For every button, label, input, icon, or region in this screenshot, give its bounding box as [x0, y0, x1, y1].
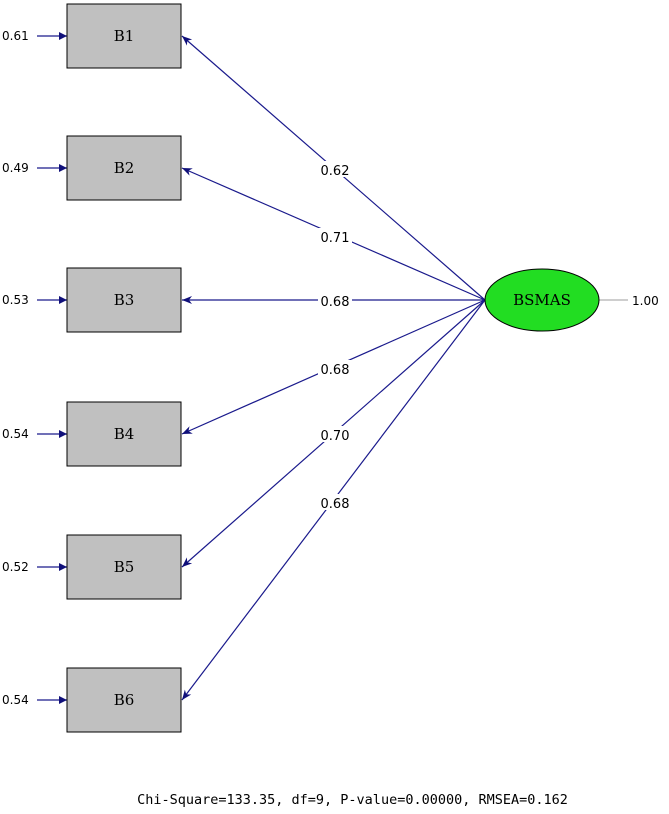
- indicator-label: B6: [114, 691, 135, 709]
- indicator-label: B3: [114, 291, 135, 309]
- indicator-rect: [66, 401, 182, 467]
- indicator-rect: [66, 534, 182, 600]
- latent-variable: BSMAS: [484, 268, 600, 332]
- indicator-label: B4: [114, 425, 135, 443]
- loading-label-b2: 0.71: [318, 228, 352, 246]
- indicator-box-b3: B3: [66, 267, 182, 333]
- loading-label-b6: 0.68: [318, 494, 352, 512]
- loading-value: 0.68: [321, 363, 350, 378]
- latent-label: BSMAS: [513, 291, 571, 309]
- indicator-rect: [66, 667, 182, 733]
- indicator-rect: [66, 135, 182, 201]
- error-variance-b6: 0.54: [2, 693, 29, 707]
- indicator-box-b4: B4: [66, 401, 182, 467]
- indicator-label: B2: [114, 159, 135, 177]
- error-variance-b1: 0.61: [2, 29, 29, 43]
- loading-value: 0.68: [321, 295, 350, 310]
- loading-label-b4: 0.68: [318, 360, 352, 378]
- latent-ellipse: [484, 268, 600, 332]
- indicator-rect: [66, 267, 182, 333]
- fit-statistics: Chi-Square=133.35, df=9, P-value=0.00000…: [137, 792, 568, 808]
- error-variance-b2: 0.49: [2, 161, 29, 175]
- error-variance-b5: 0.52: [2, 560, 29, 574]
- indicator-box-b6: B6: [66, 667, 182, 733]
- loading-label-b5: 0.70: [318, 426, 352, 444]
- loading-label-b3: 0.68: [318, 292, 352, 310]
- indicator-label: B1: [114, 27, 135, 45]
- loading-value: 0.62: [321, 164, 350, 179]
- error-variance-b4: 0.54: [2, 427, 29, 441]
- loading-value: 0.70: [321, 429, 350, 444]
- latent-variance-label: 1.00: [632, 294, 659, 308]
- indicator-box-b5: B5: [66, 534, 182, 600]
- indicator-rect: [66, 3, 182, 69]
- loading-value: 0.71: [321, 231, 350, 246]
- loading-value: 0.68: [321, 497, 350, 512]
- error-variance-b3: 0.53: [2, 293, 29, 307]
- loading-label-b1: 0.62: [318, 161, 352, 179]
- indicator-box-b1: B1: [66, 3, 182, 69]
- indicator-box-b2: B2: [66, 135, 182, 201]
- indicator-label: B5: [114, 558, 135, 576]
